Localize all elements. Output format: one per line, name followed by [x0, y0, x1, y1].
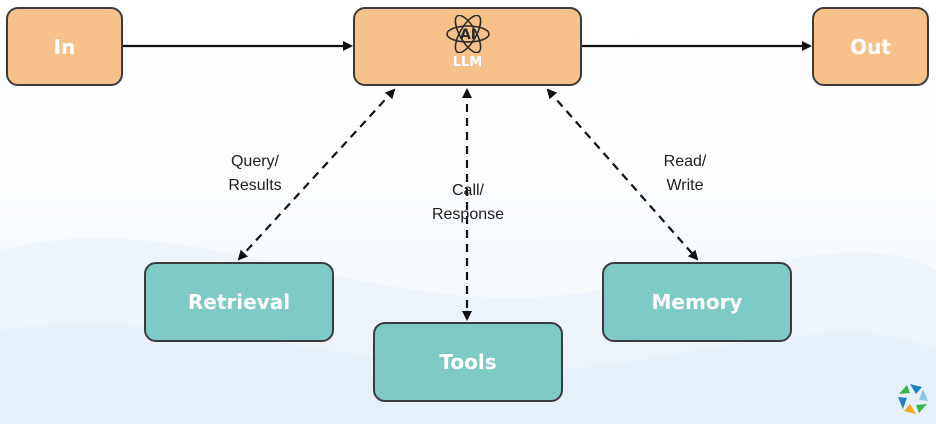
aperture-logo-icon — [898, 384, 928, 414]
edge-label-tools-line2: Response — [431, 206, 505, 223]
edge-label-tools-line1: Call/ — [451, 182, 484, 199]
edge-label-tools: Call/ Response — [420, 179, 516, 227]
edge-label-retrieval: Query/ Results — [212, 150, 298, 198]
node-out-label: Out — [850, 34, 891, 59]
node-tools-label: Tools — [439, 350, 497, 374]
edge-label-memory-line1: Read/ — [663, 153, 707, 170]
edge-label-memory: Read/ Write — [642, 150, 728, 198]
node-retrieval-label: Retrieval — [187, 290, 291, 314]
node-in-label: In — [53, 34, 76, 59]
atom-ai-icon: AI — [445, 15, 490, 53]
llm-icon-text: AI — [459, 27, 475, 43]
node-retrieval: Retrieval — [144, 262, 334, 342]
node-out: Out — [812, 7, 929, 86]
edge-label-memory-line2: Write — [666, 177, 704, 194]
node-in: In — [6, 7, 123, 86]
node-memory-label: Memory — [651, 290, 743, 314]
node-llm-label: LLM — [452, 55, 483, 70]
edge-label-retrieval-line1: Query/ — [230, 153, 279, 170]
node-memory: Memory — [602, 262, 792, 342]
node-llm: AI LLM — [353, 7, 582, 86]
edge-label-retrieval-line2: Results — [228, 177, 282, 194]
node-tools: Tools — [373, 322, 563, 402]
